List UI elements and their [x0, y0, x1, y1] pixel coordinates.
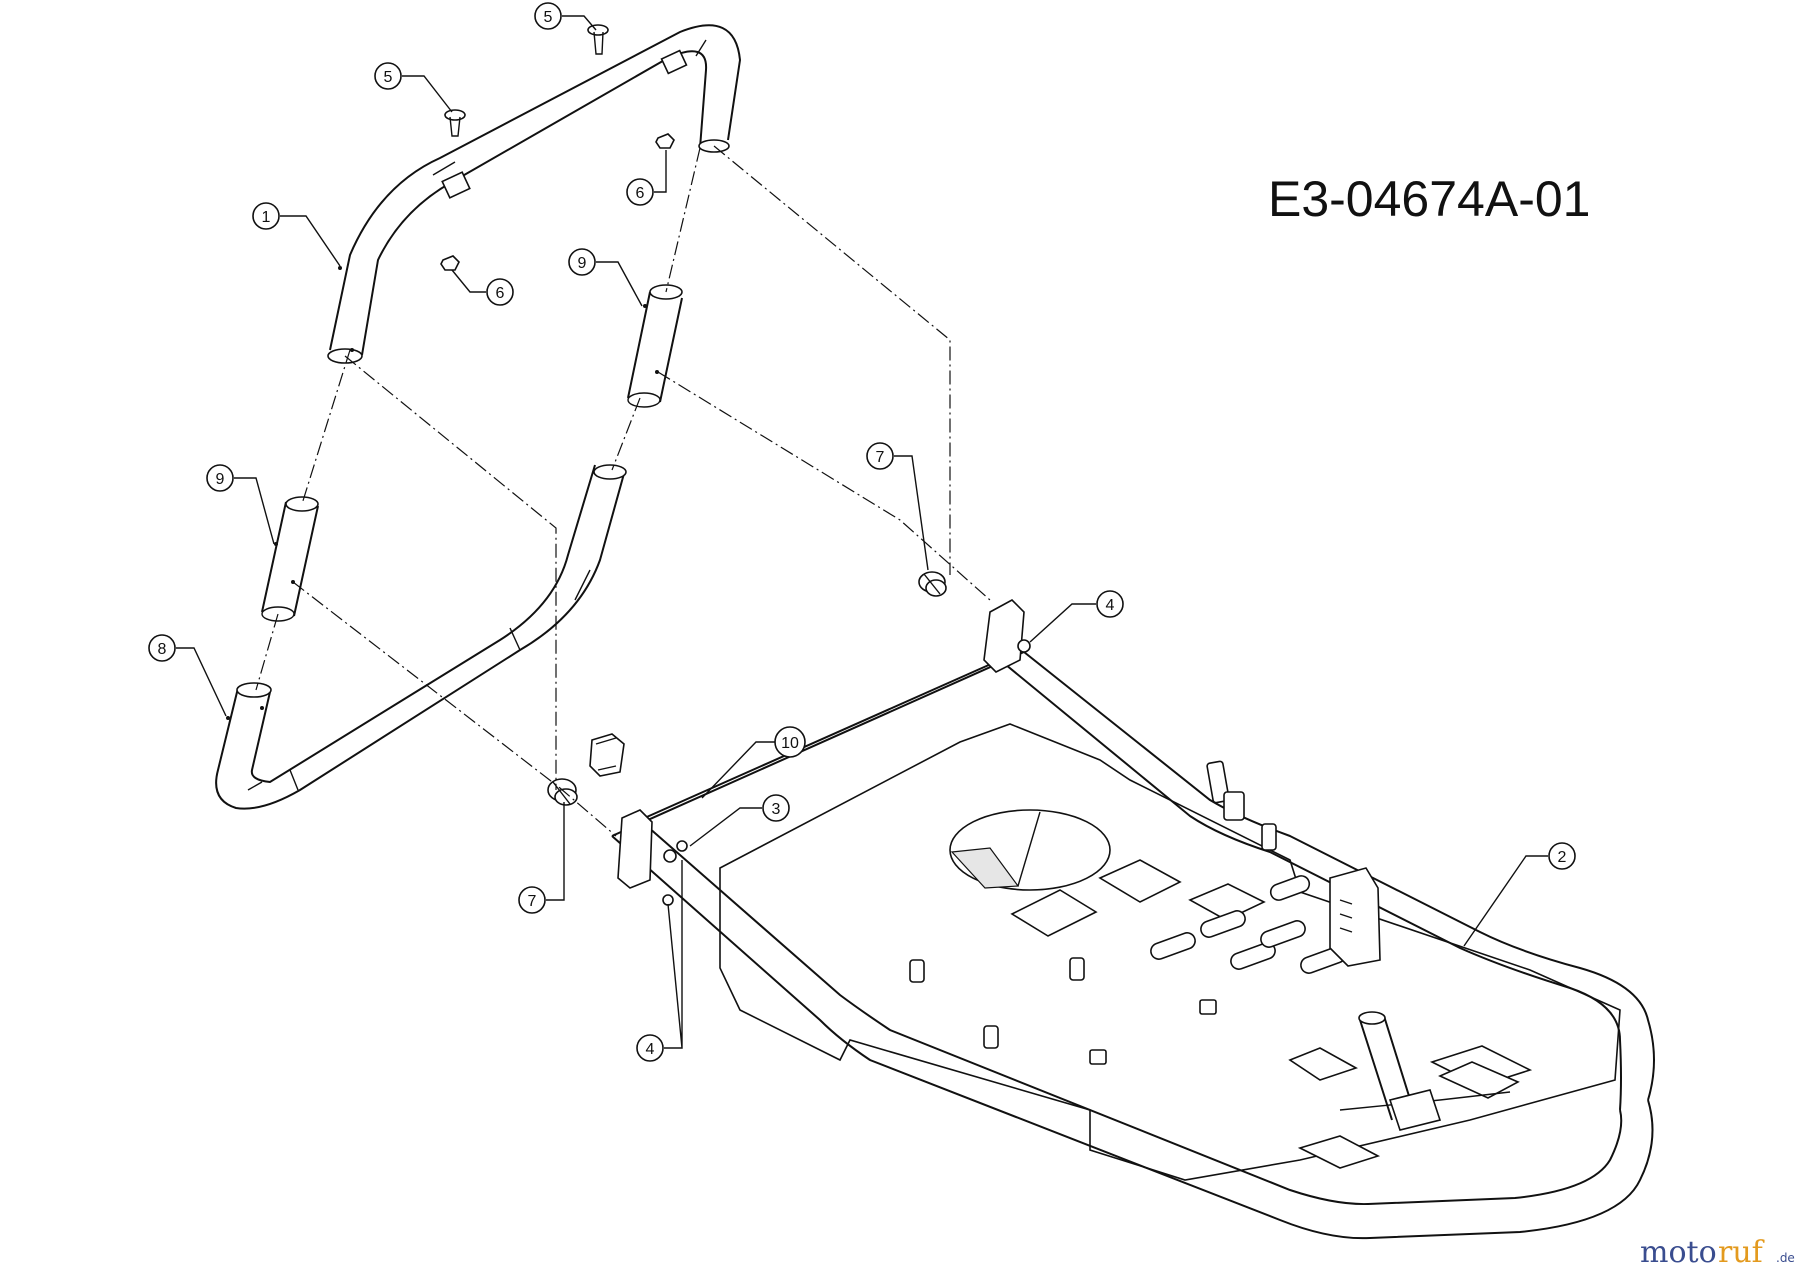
- svg-text:5: 5: [384, 69, 393, 86]
- callout-7b: 7: [518, 802, 565, 914]
- callout-5a: 5: [534, 2, 597, 31]
- part-number: E3-04674A-01: [1268, 171, 1590, 227]
- carriage-bolt-5b: [444, 109, 466, 137]
- lock-nut-6b: [440, 255, 460, 271]
- callout-8: 8: [148, 634, 227, 717]
- svg-text:5: 5: [544, 9, 553, 26]
- main-frame: [611, 599, 1655, 1240]
- svg-text:4: 4: [646, 1041, 655, 1058]
- svg-text:moto: moto: [1640, 1235, 1717, 1270]
- sleeve-9-right: [627, 284, 683, 408]
- bushing-7-right: [918, 571, 947, 597]
- svg-text:10: 10: [781, 735, 799, 752]
- callout-6b: 6: [451, 269, 514, 306]
- svg-text:1: 1: [262, 209, 271, 226]
- svg-text:9: 9: [578, 255, 587, 272]
- callout-3: 3: [689, 794, 790, 847]
- svg-text:8: 8: [158, 641, 167, 658]
- callout-4a: 4: [1029, 590, 1124, 643]
- rops-lower-hoop: [215, 464, 627, 810]
- lock-nut-6a: [655, 133, 675, 149]
- carriage-bolt-5a: [587, 24, 609, 55]
- callout-10: 10: [701, 726, 806, 799]
- svg-text:9: 9: [216, 471, 225, 488]
- svg-text:.de: .de: [1776, 1251, 1795, 1265]
- callout-9a: 9: [568, 248, 643, 307]
- svg-text:6: 6: [496, 285, 505, 302]
- hardware-markers: [662, 639, 1031, 906]
- svg-text:4: 4: [1106, 597, 1115, 614]
- svg-text:7: 7: [528, 893, 537, 910]
- sleeve-9-left: [261, 496, 319, 622]
- svg-text:3: 3: [772, 801, 781, 818]
- callout-7a: 7: [866, 442, 929, 571]
- watermark-logo: moto ruf .de: [1640, 1235, 1795, 1270]
- bushing-7-left: [547, 778, 578, 806]
- callout-1: 1: [252, 202, 341, 267]
- svg-text:2: 2: [1558, 849, 1567, 866]
- svg-text:ruf: ruf: [1718, 1235, 1765, 1270]
- callout-2: 2: [1463, 842, 1576, 947]
- switch-bracket: [589, 733, 625, 777]
- svg-text:7: 7: [876, 449, 885, 466]
- callout-6a: 6: [626, 150, 667, 206]
- callout-9b: 9: [206, 464, 275, 545]
- svg-text:6: 6: [636, 185, 645, 202]
- callout-5b: 5: [374, 62, 453, 113]
- callout-4b: 4: [636, 860, 683, 1062]
- assembly-guides: [255, 145, 991, 837]
